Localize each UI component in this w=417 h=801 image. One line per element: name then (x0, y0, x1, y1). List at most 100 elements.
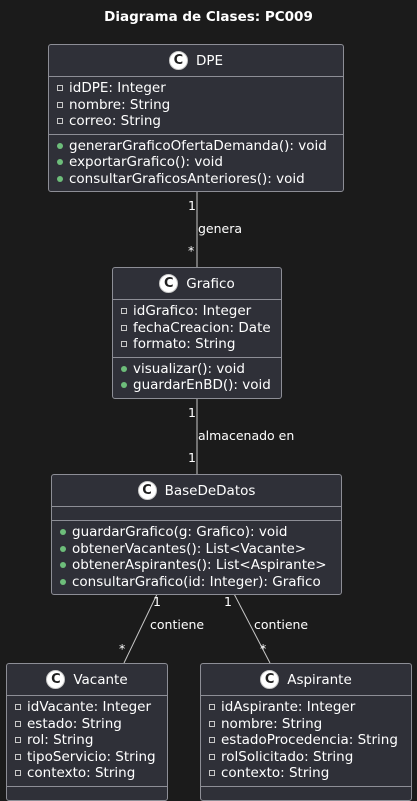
class-stereotype-icon: C (137, 481, 157, 500)
public-visibility-icon (121, 382, 127, 389)
attribute-text: nombre: String (69, 96, 171, 113)
method-text: guardarEnBD(): void (133, 377, 271, 393)
private-visibility-icon (121, 308, 127, 315)
edge-contiene-aspirante (230, 587, 271, 664)
method-row: consultarGrafico(id: Integer): Grafico (52, 574, 341, 591)
method-row: generarGraficoOfertaDemanda(): void (49, 138, 343, 155)
diagram-title: Diagrama de Clases: PC009 (104, 9, 313, 25)
class-name: BaseDeDatos (164, 482, 256, 499)
private-visibility-icon (15, 720, 21, 727)
class-header: C BaseDeDatos (52, 475, 341, 507)
attribute-text: formato: String (133, 336, 236, 352)
method-row: obtenerVacantes(): List<Vacante> (52, 541, 341, 558)
method-text: consultarGraficosAnteriores(): void (69, 170, 305, 187)
private-visibility-icon (209, 704, 215, 711)
attribute-row: nombre: String (49, 97, 343, 114)
attribute-text: idVacante: Integer (27, 699, 152, 715)
public-visibility-icon (57, 175, 63, 182)
method-text: guardarGrafico(g: Grafico): void (72, 524, 288, 540)
attribute-row: estado: String (7, 716, 167, 733)
mult-genera-from: 1 (188, 198, 196, 213)
class-basededatos[interactable]: C BaseDeDatos guardarGrafico(g: Grafico): … (51, 474, 342, 595)
attribute-row: fechaCreacion: Date (113, 320, 281, 337)
mult-contiene-aspirante-to: * (260, 641, 267, 656)
method-text: visualizar(): void (133, 360, 245, 377)
label-almacenado: almacenado en (198, 428, 295, 443)
class-name: Grafico (186, 275, 235, 292)
attribute-text: nombre: String (221, 715, 323, 732)
method-text: obtenerVacantes(): List<Vacante> (72, 540, 307, 557)
edge-contiene-vacante (123, 587, 161, 664)
attributes-section (52, 507, 341, 521)
mult-contiene-aspirante-from: 1 (224, 594, 232, 609)
private-visibility-icon (15, 704, 21, 711)
private-visibility-icon (15, 753, 21, 760)
attribute-row: rol: String (7, 732, 167, 749)
class-stereotype-icon: C (260, 670, 280, 689)
method-text: consultarGrafico(id: Integer): Grafico (72, 573, 321, 590)
attribute-row: idAspirante: Integer (201, 699, 411, 716)
public-visibility-icon (57, 142, 63, 149)
attribute-row: estadoProcedencia: String (201, 732, 411, 749)
method-row: guardarEnBD(): void (113, 377, 281, 394)
class-header: C DPE (49, 45, 343, 77)
private-visibility-icon (121, 324, 127, 331)
attribute-row: idGrafico: Integer (113, 303, 281, 320)
attribute-row: idDPE: Integer (49, 80, 343, 97)
mult-genera-to: * (188, 243, 195, 258)
label-contiene-vacante: contiene (150, 617, 205, 632)
private-visibility-icon (15, 770, 21, 777)
method-row: visualizar(): void (113, 361, 281, 378)
attribute-row: nombre: String (201, 716, 411, 733)
method-row: obtenerAspirantes(): List<Aspirante> (52, 557, 341, 574)
attribute-text: fechaCreacion: Date (133, 319, 271, 336)
mult-almacenado-from: 1 (188, 405, 196, 420)
attribute-row: formato: String (113, 336, 281, 353)
attribute-row: idVacante: Integer (7, 699, 167, 716)
mult-contiene-vacante-from: 1 (153, 594, 161, 609)
class-name: DPE (195, 52, 224, 69)
attribute-text: idGrafico: Integer (133, 303, 252, 319)
attribute-text: tipoServicio: String (27, 748, 156, 765)
attribute-row: rolSolicitado: String (201, 749, 411, 766)
public-visibility-icon (57, 159, 63, 166)
attribute-text: estado: String (27, 715, 122, 732)
method-text: exportarGrafico(): void (69, 154, 223, 170)
attribute-row: contexto: String (201, 765, 411, 782)
attribute-text: idDPE: Integer (69, 80, 166, 96)
attribute-text: rol: String (27, 732, 94, 748)
mult-almacenado-to: 1 (188, 450, 196, 465)
class-stereotype-icon: C (46, 670, 66, 689)
public-visibility-icon (121, 365, 127, 372)
method-text: obtenerAspirantes(): List<Aspirante> (72, 557, 327, 573)
methods-section (7, 787, 167, 800)
private-visibility-icon (57, 118, 63, 125)
public-visibility-icon (60, 562, 66, 569)
private-visibility-icon (121, 341, 127, 348)
method-row: exportarGrafico(): void (49, 154, 343, 171)
private-visibility-icon (57, 101, 63, 108)
attribute-row: contexto: String (7, 765, 167, 782)
label-genera: genera (198, 221, 243, 236)
attribute-text: contexto: String (27, 765, 136, 781)
public-visibility-icon (60, 529, 66, 536)
private-visibility-icon (15, 737, 21, 744)
class-name: Vacante (73, 671, 128, 688)
methods-section (201, 787, 411, 800)
mult-contiene-vacante-to: * (119, 641, 126, 656)
method-row: consultarGraficosAnteriores(): void (49, 171, 343, 188)
private-visibility-icon (209, 737, 215, 744)
class-stereotype-icon: C (168, 51, 188, 70)
